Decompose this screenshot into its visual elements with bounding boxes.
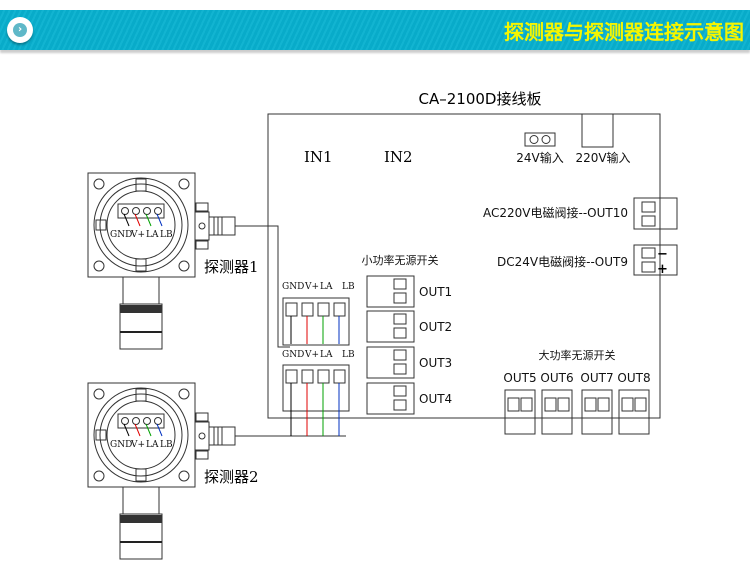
ac-valve-label: AC220V电磁阀接--OUT10: [483, 205, 628, 220]
block-2-label: LB: [342, 350, 355, 360]
svg-text:LA: LA: [146, 230, 159, 240]
terminal-slot: [333, 369, 346, 384]
terminal-slot: [285, 302, 298, 317]
detector-1-cable: [235, 225, 290, 348]
terminal-slot: [301, 369, 314, 384]
out-label: OUT6: [540, 371, 573, 385]
header-banner: › 探测器与探测器连接示意图: [0, 10, 750, 50]
out10-connector: [633, 197, 678, 230]
block-1-label: GND: [282, 282, 304, 292]
large-relays: OUT5 OUT6 OUT7 OUT8: [503, 371, 651, 435]
terminal-slot: [285, 369, 298, 384]
relay-terminal: [393, 313, 407, 325]
svg-text:LB: LB: [160, 230, 173, 240]
relay-terminal: [621, 397, 634, 412]
out-label: OUT4: [419, 392, 452, 406]
in1-label: IN1: [304, 148, 333, 166]
out9-connector: − +: [633, 244, 678, 277]
block-1-label: LB: [342, 282, 355, 292]
terminal-block-2: [282, 364, 350, 412]
relay-out2: [366, 310, 415, 343]
terminal-block-1: [282, 297, 350, 346]
relay-out1: [366, 275, 415, 308]
board-title: CA–2100D接线板: [419, 90, 542, 108]
out-label: OUT3: [419, 356, 452, 370]
svg-text:LA: LA: [146, 440, 159, 450]
terminal-slot: [333, 302, 346, 317]
svg-text:V+: V+: [130, 440, 145, 450]
out-label: OUT2: [419, 320, 452, 334]
relay-terminal: [634, 397, 647, 412]
block-2-label: LA: [320, 350, 333, 360]
terminal-slot: [317, 369, 330, 384]
relay-terminal: [393, 399, 407, 411]
svg-text:V+: V+: [130, 230, 145, 240]
out-label: OUT7: [580, 371, 613, 385]
board-outline: [267, 113, 661, 419]
out-label: OUT1: [419, 285, 452, 299]
relay-terminal: [393, 349, 407, 361]
large-switch-label: 大功率无源开关: [539, 348, 616, 362]
relay-terminal: [544, 397, 557, 412]
relay-out4: [366, 382, 415, 415]
in2-label: IN2: [384, 148, 413, 166]
nav-button[interactable]: ›: [7, 17, 33, 43]
input-220v-label: 220V输入: [575, 150, 630, 165]
input-220v-connector: [581, 113, 614, 148]
input-24v-connector: [524, 132, 556, 147]
relay-out3: [366, 346, 415, 379]
relay-terminal: [507, 397, 520, 412]
page-title: 探测器与探测器连接示意图: [504, 20, 744, 44]
relay-terminal: [584, 397, 597, 412]
relay-terminal: [393, 385, 407, 397]
relay-out8: [618, 389, 650, 435]
block-1-label: LA: [320, 282, 333, 292]
relay-out6: [541, 389, 573, 435]
terminal-slot: [301, 302, 314, 317]
relay-terminal: [393, 363, 407, 375]
detector-2-label: 探测器2: [204, 468, 259, 486]
svg-text:GND: GND: [110, 230, 132, 240]
relay-terminal: [393, 327, 407, 339]
svg-text:LB: LB: [160, 440, 173, 450]
relay-terminal: [393, 278, 407, 290]
plus-sign: +: [657, 262, 668, 277]
out-label: OUT5: [503, 371, 536, 385]
terminal-slot: [317, 302, 330, 317]
chevron-right-icon: ›: [13, 23, 27, 37]
dc-valve-label: DC24V电磁阀接--OUT9: [497, 254, 628, 269]
block-1-label: V+: [304, 282, 319, 292]
relay-out7: [581, 389, 613, 435]
small-switch-label: 小功率无源开关: [362, 253, 439, 267]
relay-terminal: [597, 397, 610, 412]
input-24v-label: 24V输入: [516, 150, 563, 165]
relay-terminal: [557, 397, 570, 412]
minus-sign: −: [657, 247, 668, 262]
detector-1-label: 探测器1: [204, 258, 259, 276]
relay-out5: [504, 389, 536, 435]
block-2-label: GND: [282, 350, 304, 360]
out-label: OUT8: [617, 371, 650, 385]
relay-terminal: [393, 292, 407, 304]
relay-terminal: [520, 397, 533, 412]
block-2-label: V+: [304, 350, 319, 360]
svg-text:GND: GND: [110, 440, 132, 450]
